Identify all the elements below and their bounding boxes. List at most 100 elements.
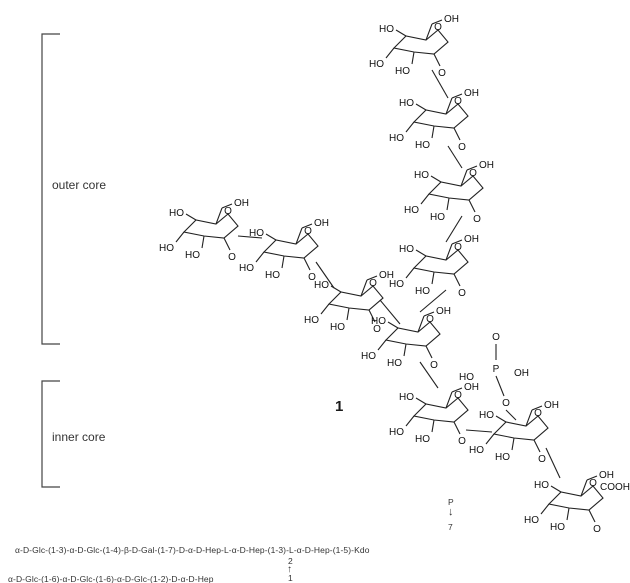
hydroxyl-b-g1: HO [379,24,394,35]
hydroxyl-b-hep4: HO [479,410,494,421]
oh-bond-a-g3 [420,193,430,205]
ch2oh-bond-hep1 [451,239,463,245]
phosphate-oxygen-2: O [502,398,510,409]
hydroxyl-b-hep3: HO [399,392,414,403]
anomeric-oxygen-gal: O [373,324,381,335]
oh-bond-b-hep2 [387,321,399,329]
link-6 [237,235,263,239]
hydroxyl-a-g2: HO [389,133,404,144]
ch2oh-bond-g1 [431,19,443,25]
oh-bond-b-kdo [550,485,562,493]
link-1 [431,69,449,99]
hydroxyl-b-glc-b: HO [249,228,264,239]
hydroxyl-c-hep2: HO [387,358,402,369]
oh-bond-c-glc-b [281,255,285,269]
oh-bond-c-g3 [446,197,450,211]
hydroxyl-b-hep2: HO [371,316,386,327]
sugar-ring-hep4 [492,415,549,441]
hydroxyl-c-hep1: HO [415,286,430,297]
phosphate-arrow: ↓ [448,506,454,518]
oh-bond-a-kdo [540,503,550,515]
sugar-ring-g1 [392,29,449,55]
ch2-bond-g2 [445,97,453,115]
ch2oh-bond-glc-a [221,203,233,209]
anomeric-bond-gal [368,309,376,323]
ch2-bond-glc-a [215,207,223,225]
oh-bond-a-hep4 [485,433,495,445]
anomeric-oxygen-glc-b: O [308,272,316,283]
ring-oxygen-g3: O [469,168,477,179]
sugar-ring-hep2 [384,321,441,347]
sugar-ring-glc-a [182,213,239,239]
sugar-ring-g2 [412,103,469,129]
ring-oxygen-kdo: O [589,478,597,489]
ring-oxygen-g1: O [434,22,442,33]
oh-bond-a-hep1 [405,267,415,279]
link-8 [379,299,401,325]
anomeric-oxygen-hep4: O [538,454,546,465]
hydroxyl-b-glc-a: HO [169,208,184,219]
link-4 [419,289,447,313]
anomeric-bond-glc-b [303,257,311,271]
hydroxyl-d-hep4: OH [544,400,559,411]
hydroxyl-a-hep1: HO [389,279,404,290]
link-9 [465,429,493,433]
hydroxyl-a-gal: HO [304,315,319,326]
oh-bond-c-hep3 [431,419,435,433]
oh-bond-a-hep2 [377,339,387,351]
sugar-ring-hep1 [412,249,469,275]
ring-oxygen-glc-a: O [224,206,232,217]
oh-bond-b-g3 [430,175,442,183]
ch2oh-bond-hep3 [451,387,463,393]
carboxyl-group: COOH [600,482,630,493]
hydroxyl-a-kdo: HO [524,515,539,526]
oh-bond-a-hep3 [405,415,415,427]
hydroxyl-d-kdo: OH [599,470,614,481]
ring-oxygen-hep2: O [426,314,434,325]
phosphate-oxygen-1: O [492,332,500,343]
hydroxyl-d-glc-b: OH [314,218,329,229]
anomeric-oxygen-g1: O [438,68,446,79]
hydroxyl-b-gal: HO [314,280,329,291]
hydroxyl-d-g1: OH [444,14,459,25]
ch2-bond-gal [360,279,368,297]
phosphate-link [505,409,517,421]
oh-bond-b-hep4 [495,415,507,423]
hydroxyl-d-gal: OH [379,270,394,281]
anomeric-bond-g1 [433,53,441,67]
ring-oxygen-hep3: O [454,390,462,401]
phosphate-oh: OH [514,368,529,379]
ch2oh-bond-glc-b [301,223,313,229]
hydroxyl-a-g1: HO [369,59,384,70]
oh-bond-b-glc-b [265,233,277,241]
ch2oh-bond-hep2 [423,311,435,317]
ch2-bond-hep1 [445,243,453,261]
ch2oh-bond-g2 [451,93,463,99]
sugar-ring-g3 [427,175,484,201]
branch-position-bottom: 1 [288,573,293,583]
hydroxyl-c-kdo: HO [550,522,565,533]
anomeric-oxygen-glc-a: O [228,252,236,263]
anomeric-bond-hep1 [453,273,461,287]
ring-oxygen-hep4: O [534,408,542,419]
oh-bond-b-g2 [415,103,427,111]
hydroxyl-c-g3: HO [430,212,445,223]
oh-bond-b-gal [330,285,342,293]
anomeric-bond-hep2 [425,345,433,359]
ch2oh-bond-hep4 [531,405,543,411]
link-2 [447,145,463,169]
hydroxyl-c-hep4: HO [495,452,510,463]
sugar-ring-hep3 [412,397,469,423]
oh-bond-a-glc-b [255,251,265,263]
oh-bond-a-g2 [405,121,415,133]
ch2oh-bond-g3 [466,165,478,171]
ring-oxygen-hep1: O [454,242,462,253]
ch2-bond-g1 [425,23,433,41]
oh-bond-a-g1 [385,47,395,59]
anomeric-oxygen-g3: O [473,214,481,225]
oh-bond-a-gal [320,303,330,315]
oh-bond-c-gal [346,307,350,321]
link-10 [545,447,561,479]
anomeric-bond-kdo [588,509,596,523]
